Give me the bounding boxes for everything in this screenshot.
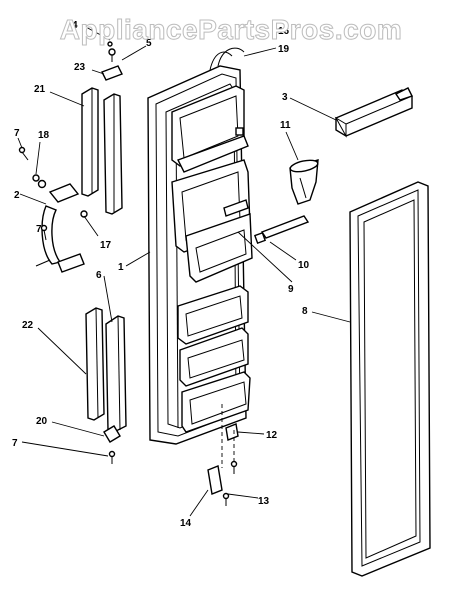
callout-21: 21 [34,84,46,95]
callout-12: 12 [266,430,278,441]
hardware [18,41,239,506]
door-handle [35,179,88,273]
door-gasket [349,181,431,577]
callout-17: 17 [100,240,112,251]
callout-9: 9 [288,284,294,295]
callout-11: 11 [280,120,291,131]
callout-4: 4 [72,20,78,31]
callout-23: 23 [74,62,86,73]
callout-1: 1 [118,262,124,273]
callout-16: 16 [278,26,290,37]
callout-20: 20 [36,416,48,427]
callout-7-bottom: 7 [12,438,18,449]
lower-door-trim [85,307,127,433]
ice-chute [289,159,319,205]
callout-6: 6 [96,270,102,281]
callout-2: 2 [14,190,20,201]
callout-7-mid: 7 [36,224,42,235]
upper-door-trim [81,87,123,215]
callout-8: 8 [302,306,308,317]
watermark: AppliancePartsPros.com [59,14,403,46]
callout-13: 13 [258,496,270,507]
door-lower-shelves [177,285,251,433]
callout-labels: 4 5 23 16 19 3 21 7 18 2 7 17 1 11 10 6 … [12,20,310,529]
door-upper-compartment [171,85,249,173]
shelf-bin [334,87,413,138]
callout-14: 14 [180,518,192,529]
dispenser-housing [171,159,253,283]
dispenser-trim [253,215,310,245]
callout-10: 10 [298,260,310,271]
callout-3: 3 [282,92,288,103]
callout-22: 22 [22,320,34,331]
callout-18: 18 [38,130,50,141]
callout-19: 19 [278,44,290,55]
callout-7-top: 7 [14,128,20,139]
leader-lines [17,25,351,517]
callout-5: 5 [146,38,152,49]
